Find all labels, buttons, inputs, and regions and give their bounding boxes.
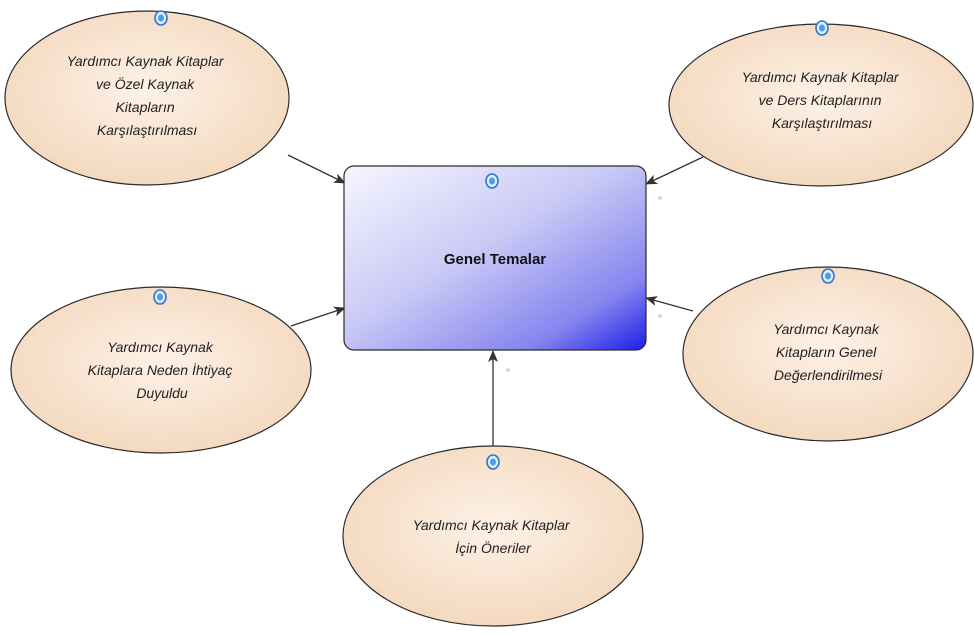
connector-degerlendirme [645,296,694,312]
theme-ellipse[interactable] [4,10,290,186]
connection-point-icon[interactable] [821,268,835,284]
theme-label: Yardımcı Kaynak Kitaplara Neden İhtiyaç … [88,339,237,401]
center-node[interactable]: Genel Temalar [343,165,647,351]
theme-ellipse[interactable] [342,445,644,627]
center-node-label: Genel Temalar [444,251,546,268]
faint-connection-dots [506,196,662,372]
connection-point-icon[interactable] [486,454,500,470]
center-node-box[interactable] [343,165,647,351]
connection-point-icon[interactable] [815,20,829,36]
theme-ellipse[interactable] [682,266,974,442]
connection-point-icon[interactable] [485,173,499,189]
connector-ders [645,156,704,185]
connector-ihtiyac [290,306,346,327]
theme-node-ozel[interactable]: Yardımcı Kaynak Kitaplar ve Özel Kaynak … [4,10,290,186]
theme-node-oneriler[interactable]: Yardımcı Kaynak Kitaplar İçin Öneriler [342,445,644,627]
connector-ozel [287,154,346,184]
connection-point-icon[interactable] [153,289,167,305]
connection-point-icon[interactable] [154,10,168,26]
theme-node-ders[interactable]: Yardımcı Kaynak Kitaplar ve Ders Kitapla… [668,20,974,187]
connectors [287,154,704,447]
theme-node-degerlendirme[interactable]: Yardımcı Kaynak Kitapların Genel Değerle… [682,266,974,442]
theme-ellipse[interactable] [10,286,312,454]
theme-label: Yardımcı Kaynak Kitaplar ve Ders Kitapla… [742,69,903,131]
theme-label: Yardımcı Kaynak Kitaplar ve Özel Kaynak … [67,53,228,138]
theme-label: Yardımcı Kaynak Kitaplar İçin Öneriler [413,517,574,556]
theme-label: Yardımcı Kaynak Kitapların Genel Değerle… [773,321,883,383]
theme-node-ihtiyac[interactable]: Yardımcı Kaynak Kitaplara Neden İhtiyaç … [10,286,312,454]
